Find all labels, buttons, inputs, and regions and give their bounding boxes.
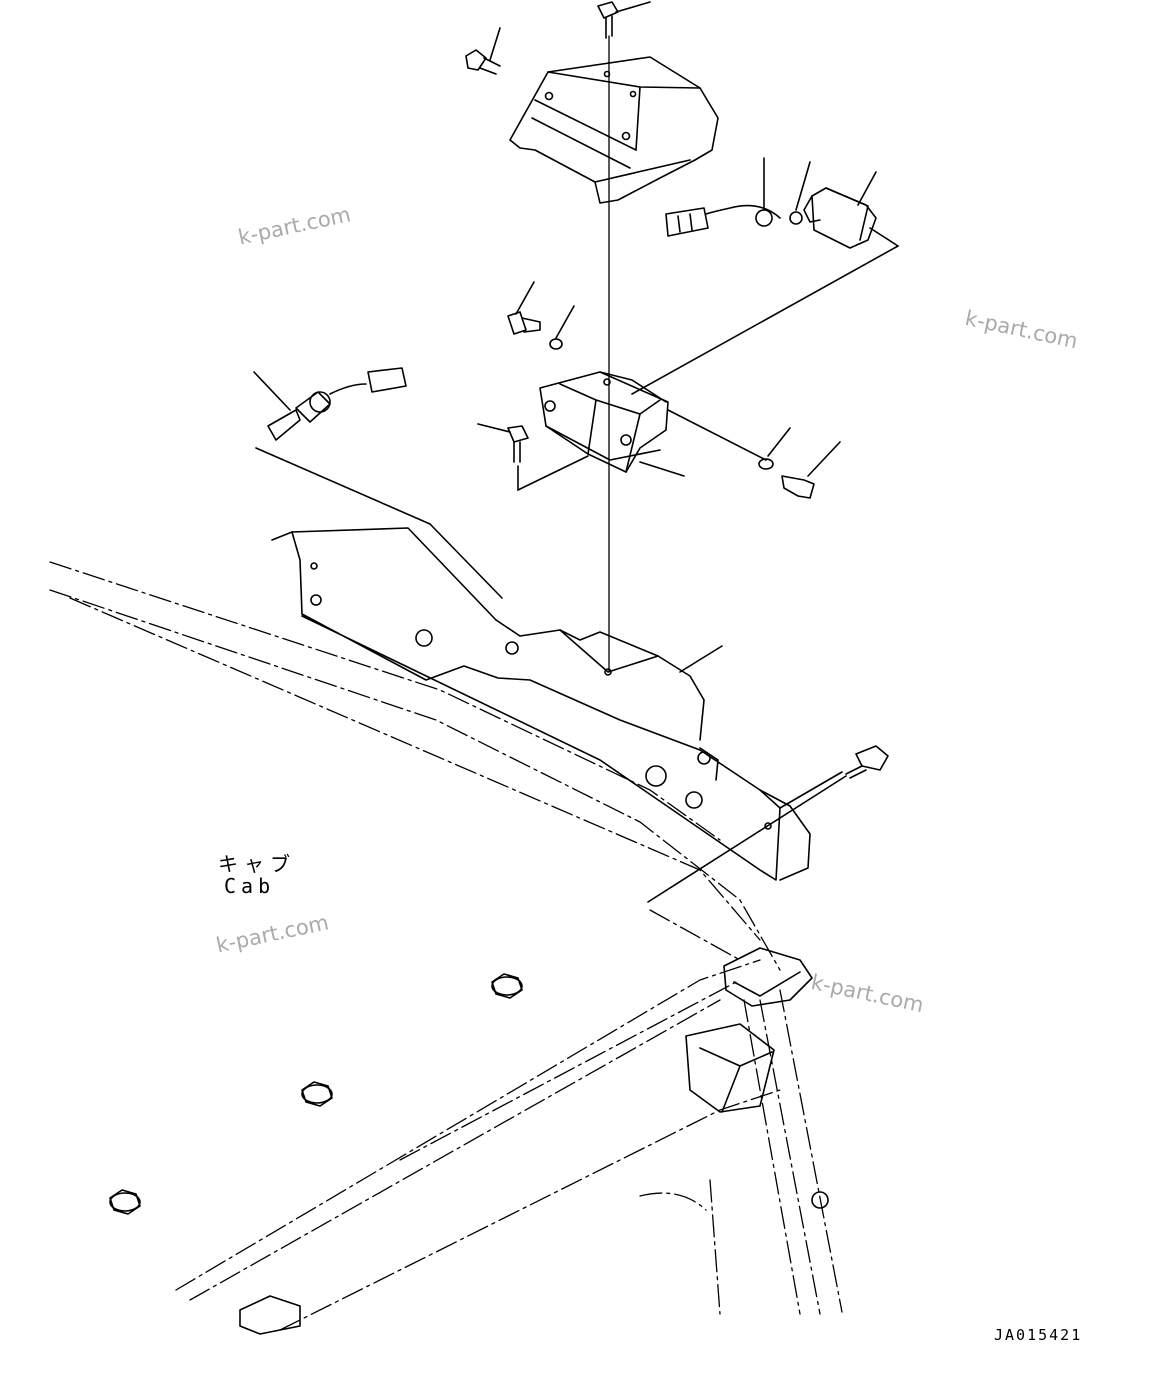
- bolt-bracket-bottom: [477, 423, 589, 491]
- cab-roof-outline: [49, 561, 843, 1331]
- sensor-with-connector: [253, 367, 503, 599]
- lamp-cover: [509, 56, 719, 204]
- bolt-top-center: [597, 1, 651, 39]
- bolt-top-left: [465, 27, 501, 75]
- cab-frame-beam: [271, 527, 811, 881]
- bolt-bracket-left: [507, 281, 575, 350]
- cab-label-japanese: キャブ: [218, 852, 296, 876]
- roof-nut-3: [109, 1189, 141, 1215]
- cab-label-english: Cab: [224, 874, 276, 898]
- cab-roof-solid: [239, 947, 829, 1335]
- bolt-frame-right: [647, 745, 889, 903]
- roof-nut-1: [491, 973, 523, 999]
- drawing-code: JA015421: [994, 1326, 1083, 1344]
- mounting-bracket: [539, 371, 685, 477]
- roof-nut-2: [301, 1081, 333, 1107]
- bolt-bracket-right: [667, 409, 841, 499]
- lamp-assembly: [631, 157, 899, 395]
